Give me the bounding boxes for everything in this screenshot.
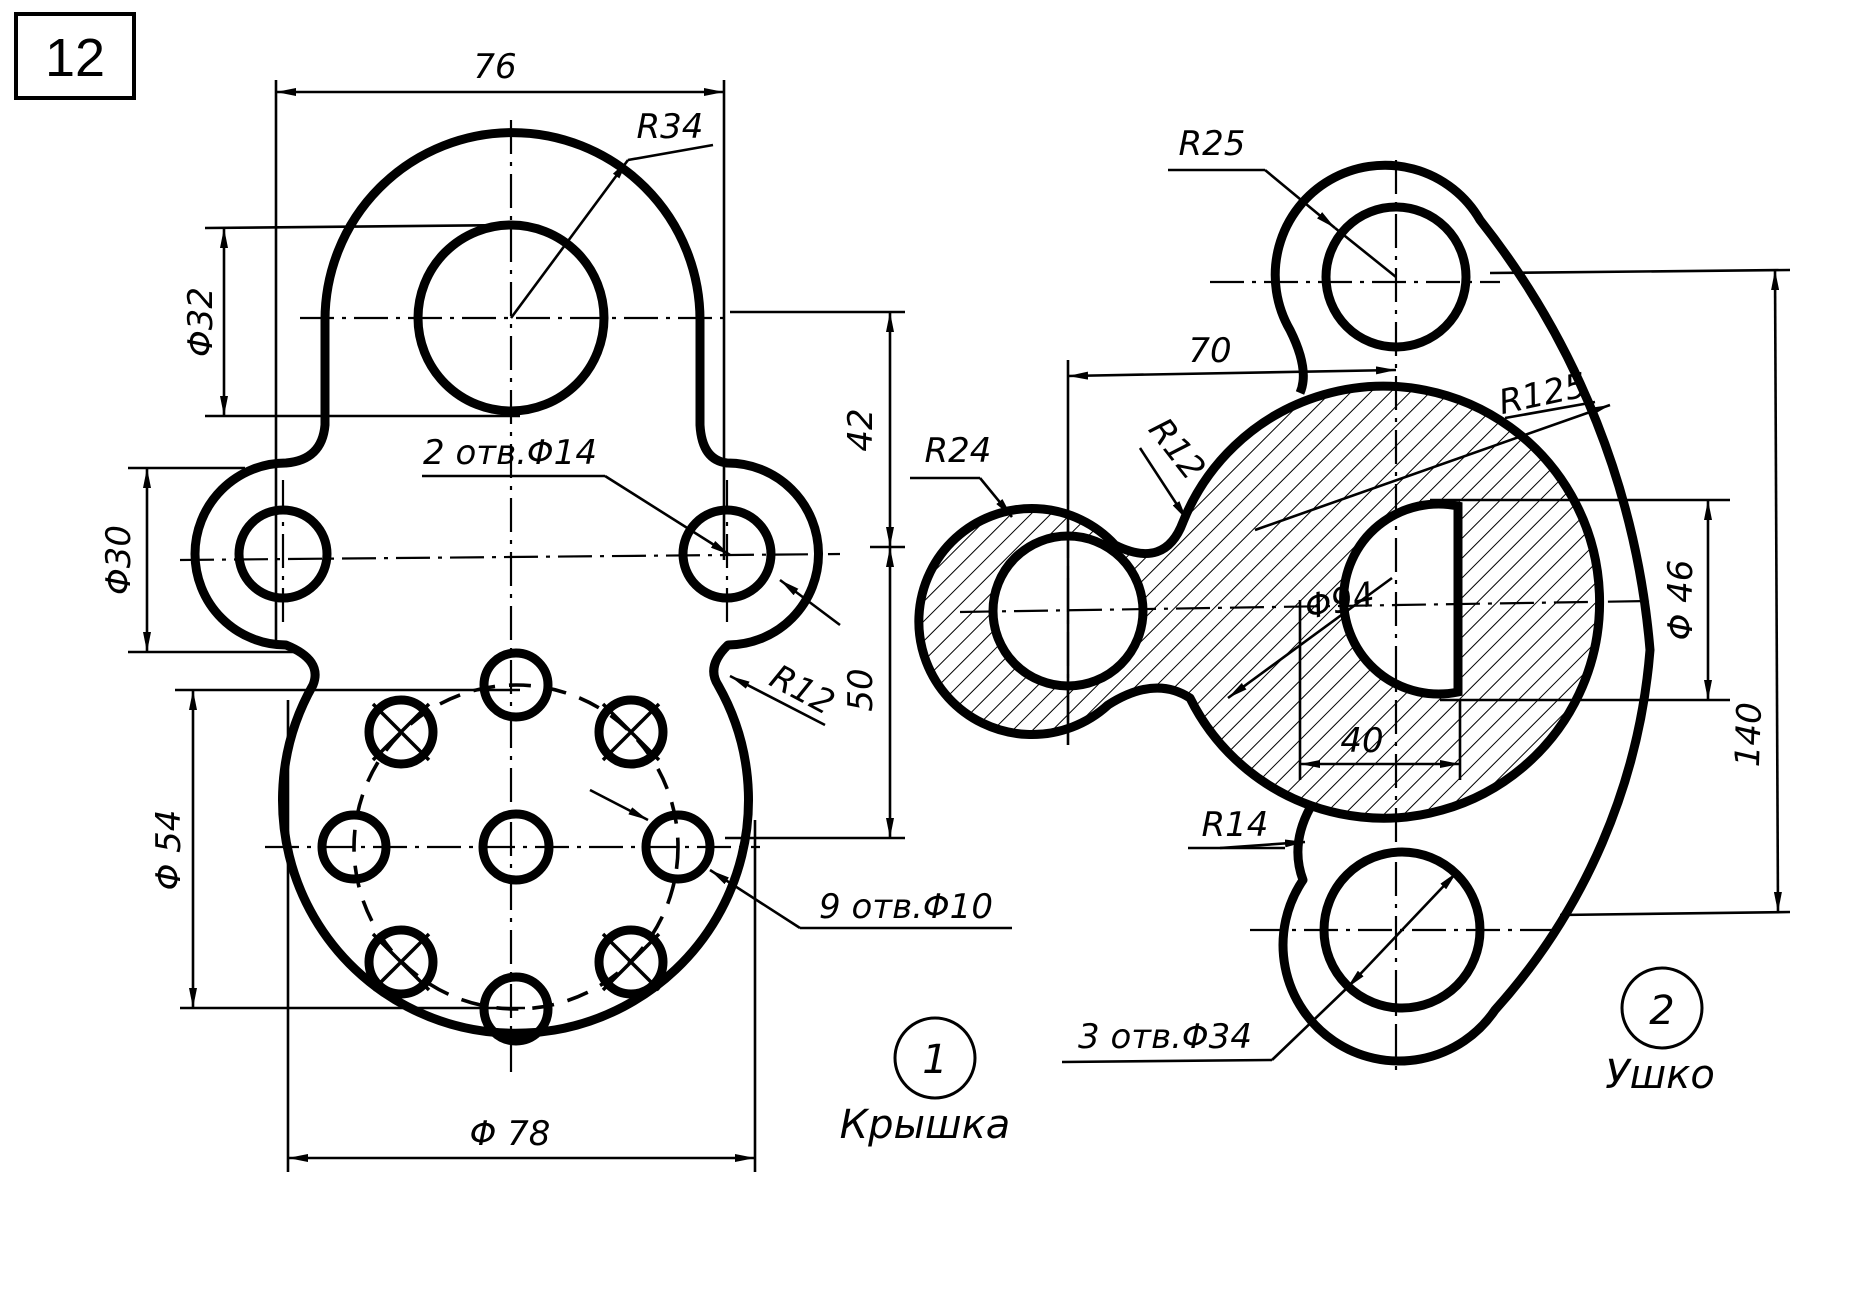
dim-140: 140 bbox=[1489, 268, 1791, 917]
svg-text:Φ 78: Φ 78 bbox=[470, 1114, 551, 1154]
svg-text:9 отв.Φ10: 9 отв.Φ10 bbox=[819, 887, 993, 927]
svg-text:R34: R34 bbox=[637, 107, 704, 147]
dim-phi54: Φ 54 bbox=[149, 688, 525, 1010]
svg-text:R24: R24 bbox=[925, 431, 992, 471]
hole-top-right bbox=[594, 695, 668, 769]
svg-text:Φ 54: Φ 54 bbox=[149, 810, 189, 891]
part2-eye: R25 70 R125 R24 R12 Φ94 bbox=[910, 124, 1791, 1098]
dim-r12-part1: R12 bbox=[729, 657, 841, 727]
svg-text:R125: R125 bbox=[1495, 365, 1590, 423]
svg-text:Ушко: Ушко bbox=[1605, 1052, 1715, 1098]
svg-text:42: 42 bbox=[841, 408, 881, 451]
svg-text:Φ32: Φ32 bbox=[181, 287, 221, 357]
hole-bottom-right bbox=[594, 925, 668, 999]
svg-text:76: 76 bbox=[473, 47, 516, 87]
svg-text:Φ 46: Φ 46 bbox=[1661, 560, 1701, 641]
part1-outline bbox=[190, 128, 823, 1038]
part2-label: 2 Ушко bbox=[1605, 966, 1715, 1098]
dim-9-holes: 9 отв.Φ10 bbox=[589, 788, 1012, 930]
part2-d-cutout bbox=[1339, 499, 1463, 699]
dim-phi46: Φ 46 bbox=[1430, 498, 1730, 702]
svg-text:1: 1 bbox=[922, 1037, 947, 1083]
svg-text:R12: R12 bbox=[1140, 411, 1213, 488]
dim-r125: R125 bbox=[1254, 365, 1611, 532]
svg-text:3 отв.Φ34: 3 отв.Φ34 bbox=[1078, 1017, 1252, 1057]
svg-text:R14: R14 bbox=[1202, 805, 1269, 845]
dim-40: 40 bbox=[1298, 600, 1462, 780]
part1-cover: 76 R34 Φ32 2 отв.Φ14 Φ30 bbox=[99, 47, 1012, 1172]
svg-text:Φ30: Φ30 bbox=[99, 525, 139, 595]
svg-text:Крышка: Крышка bbox=[840, 1102, 1011, 1148]
part1-label: 1 Крышка bbox=[840, 1016, 1011, 1148]
dim-3-holes: 3 отв.Φ34 bbox=[1061, 871, 1458, 1064]
dim-70: 70 bbox=[1066, 331, 1397, 745]
hole-top-left bbox=[364, 695, 438, 769]
dim-phi30: Φ30 bbox=[99, 466, 295, 654]
dim-r34: R34 bbox=[509, 107, 714, 319]
part2-section-hatched bbox=[914, 381, 1605, 823]
dim-r14: R14 bbox=[1188, 805, 1306, 850]
svg-text:70: 70 bbox=[1188, 331, 1231, 371]
svg-text:50: 50 bbox=[841, 668, 881, 711]
svg-text:2 отв.Φ14: 2 отв.Φ14 bbox=[423, 433, 597, 473]
dim-r25: R25 bbox=[1168, 124, 1397, 279]
dim-2-holes: 2 отв.Φ14 bbox=[422, 433, 841, 627]
sheet-number-box: 12 bbox=[14, 12, 136, 100]
part2-outer-contour bbox=[1270, 160, 1655, 1066]
hole-top bbox=[479, 648, 553, 722]
svg-text:140: 140 bbox=[1728, 701, 1770, 767]
svg-text:2: 2 bbox=[1649, 988, 1674, 1034]
dim-phi32: Φ32 bbox=[181, 223, 521, 418]
sheet-number: 12 bbox=[45, 28, 105, 88]
hole-bottom-left bbox=[364, 925, 438, 999]
dim-r24: R24 bbox=[910, 431, 1014, 518]
dim-phi78: Φ 78 bbox=[286, 700, 757, 1172]
svg-text:40: 40 bbox=[1340, 721, 1383, 761]
svg-text:R25: R25 bbox=[1179, 124, 1246, 164]
dim-76: 76 bbox=[274, 47, 726, 640]
